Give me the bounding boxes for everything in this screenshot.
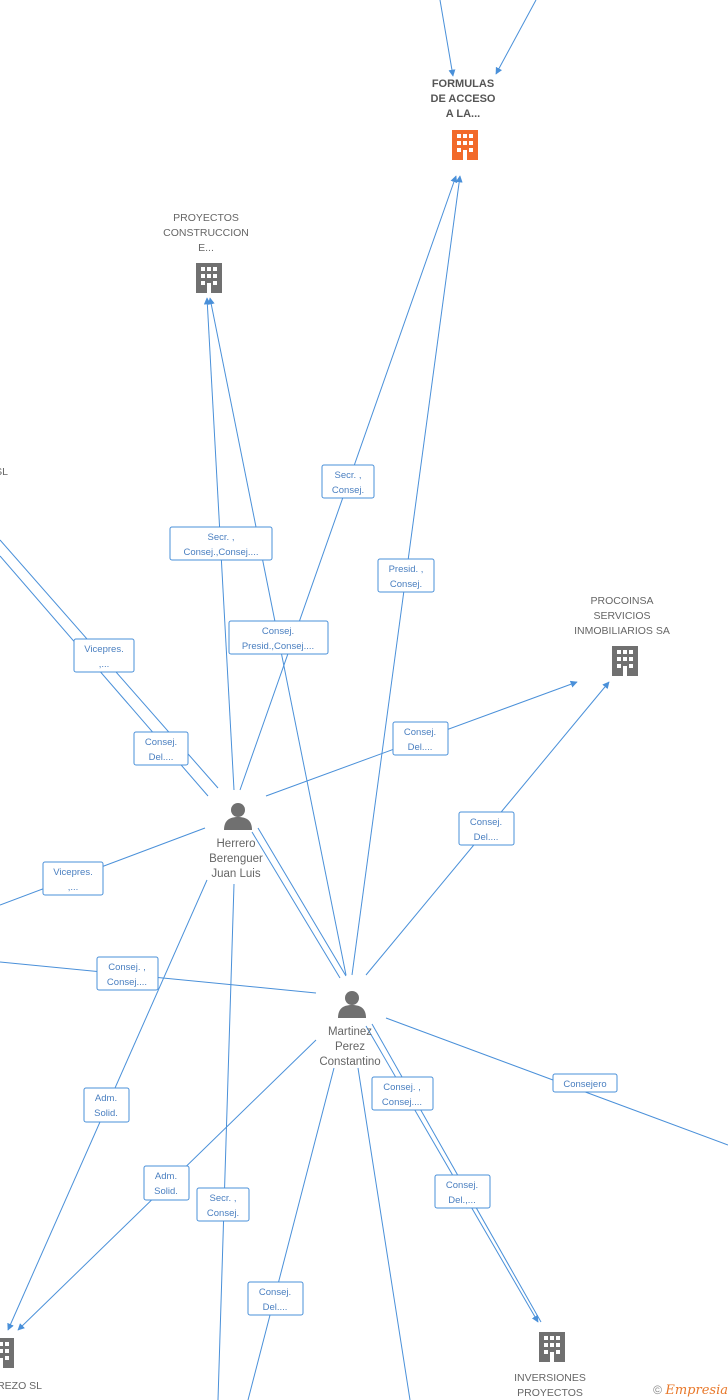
edge-label-consej-presid[interactable]: Consej. Presid.,Consej.... — [228, 620, 329, 655]
svg-text:Adm.: Adm. — [95, 1093, 117, 1104]
company-name-line: E... — [198, 242, 214, 254]
edge-labels: Secr. , Consej. Secr. , Consej.,Consej..… — [42, 464, 618, 1316]
svg-text:Consejero: Consejero — [563, 1079, 606, 1090]
svg-text:Del....: Del.... — [149, 752, 174, 763]
svg-text:Secr. ,: Secr. , — [335, 470, 362, 481]
company-name-line: CONSTRUCCION — [163, 227, 249, 239]
company-node-left-sl[interactable]: SL — [0, 466, 8, 478]
svg-text:Consej....: Consej.... — [107, 977, 147, 988]
edge-label-consej-del-3[interactable]: Consej. Del.... — [458, 811, 515, 846]
svg-text:Consej.: Consej. — [207, 1208, 239, 1219]
svg-text:Consej. ,: Consej. , — [383, 1082, 421, 1093]
edge-top-in-1 — [439, 0, 456, 77]
company-name-line: DE ACCESO — [431, 93, 496, 105]
building-icon — [539, 1332, 565, 1362]
svg-text:,...: ,... — [68, 882, 79, 893]
edge-label-consej-del-2[interactable]: Consej. Del.... — [392, 721, 449, 756]
building-icon — [612, 646, 638, 676]
edge-label-consej-del-1[interactable]: Consej. Del.... — [133, 731, 189, 766]
svg-text:Del.,...: Del.,... — [448, 1195, 475, 1206]
edge-label-vicepres-1[interactable]: Vicepres. ,... — [73, 638, 135, 673]
svg-text:Vicepres.: Vicepres. — [53, 867, 92, 878]
svg-text:Consej.: Consej. — [470, 817, 502, 828]
svg-text:Solid.: Solid. — [154, 1186, 178, 1197]
edge-label-secr-consej-1[interactable]: Secr. , Consej. — [321, 464, 375, 499]
edge-label-secr-consej-2[interactable]: Secr. , Consej.,Consej.... — [169, 526, 273, 561]
company-name-line: INMOBILIARIOS SA — [574, 625, 670, 637]
person-name-line: Martinez — [328, 1026, 372, 1038]
company-name-line: SERVICIOS — [594, 610, 651, 622]
svg-text:Consej.,Consej....: Consej.,Consej.... — [184, 547, 259, 558]
edge-martinez-inversiones-a — [365, 1025, 539, 1323]
edge-label-adm-solid-1[interactable]: Adm. Solid. — [83, 1087, 130, 1123]
edge-martinez-inversiones-b — [371, 1023, 542, 1323]
svg-text:Presid.,Consej....: Presid.,Consej.... — [242, 641, 314, 652]
brand-logo: Empresia — [665, 1383, 728, 1398]
edge-label-adm-solid-2[interactable]: Adm. Solid. — [143, 1165, 190, 1201]
svg-text:Consej.: Consej. — [262, 626, 294, 637]
edge-martinez-down-a — [247, 1067, 335, 1400]
edge-top-in-2 — [495, 0, 537, 75]
svg-text:Vicepres.: Vicepres. — [84, 644, 123, 655]
svg-text:Adm.: Adm. — [155, 1171, 177, 1182]
footer-brand[interactable]: © Empresia — [653, 1383, 728, 1398]
svg-text:Del....: Del.... — [408, 742, 433, 753]
company-node-formulas[interactable]: FORMULAS DE ACCESO A LA... — [431, 78, 496, 160]
company-name-line: INVERSIONES — [514, 1372, 586, 1384]
person-name-line: Berenguer — [209, 853, 263, 865]
company-name-line: REZO SL — [0, 1380, 42, 1392]
edge-label-consej-consej-1[interactable]: Consej. , Consej.... — [96, 956, 159, 991]
person-node-herrero[interactable]: Herrero Berenguer Juan Luis — [209, 803, 263, 880]
person-icon — [338, 991, 366, 1018]
person-name-line: Herrero — [217, 838, 256, 850]
svg-text:Secr. ,: Secr. , — [208, 532, 235, 543]
svg-text:Consej.: Consej. — [332, 485, 364, 496]
edge-label-consej-del-4[interactable]: Consej. Del.,... — [434, 1174, 491, 1209]
company-node-rezo[interactable]: REZO SL — [0, 1338, 42, 1392]
svg-text:Consej.: Consej. — [145, 737, 177, 748]
copyright-symbol: © — [653, 1383, 663, 1397]
company-name-line: FORMULAS — [432, 78, 494, 90]
company-name-line: SL — [0, 466, 8, 478]
building-icon — [0, 1338, 14, 1368]
company-name-line: A LA... — [446, 108, 480, 120]
company-name-line: PROCOINSA — [590, 595, 653, 607]
company-name-line: PROYECTOS — [173, 212, 239, 224]
edge-label-secr-consej-3[interactable]: Secr. , Consej. — [196, 1187, 250, 1222]
person-node-martinez[interactable]: Martinez Perez Constantino — [319, 991, 381, 1068]
person-icon — [224, 803, 252, 830]
company-node-procoinsa[interactable]: PROCOINSA SERVICIOS INMOBILIARIOS SA — [574, 595, 670, 676]
edge-martinez-down-b — [357, 1067, 411, 1400]
svg-text:Presid. ,: Presid. , — [389, 564, 424, 575]
edge-herrero-martinez-b — [257, 827, 347, 977]
edge-label-consej-consej-2[interactable]: Consej. , Consej.... — [371, 1076, 434, 1111]
svg-text:Consej. ,: Consej. , — [108, 962, 146, 973]
svg-text:Del....: Del.... — [474, 832, 499, 843]
edge-label-vicepres-2[interactable]: Vicepres. ,... — [42, 861, 104, 896]
person-name-line: Perez — [335, 1041, 365, 1053]
edge-herrero-martinez-a — [251, 831, 341, 979]
svg-text:,...: ,... — [99, 659, 110, 670]
svg-text:Consej.: Consej. — [259, 1287, 291, 1298]
svg-text:Consej.: Consej. — [390, 579, 422, 590]
svg-text:Secr. ,: Secr. , — [210, 1193, 237, 1204]
company-name-line: PROYECTOS — [517, 1387, 583, 1399]
edge-label-presid-consej[interactable]: Presid. , Consej. — [377, 558, 435, 593]
building-icon — [196, 263, 222, 293]
edge-label-consejero[interactable]: Consejero — [552, 1073, 618, 1093]
svg-text:Del....: Del.... — [263, 1302, 288, 1313]
edge-herrero-down — [217, 883, 235, 1400]
company-node-inversiones[interactable]: INVERSIONES PROYECTOS — [514, 1332, 586, 1399]
person-name-line: Juan Luis — [211, 868, 260, 880]
building-icon — [452, 130, 478, 160]
person-name-line: Constantino — [319, 1056, 380, 1068]
svg-text:Consej.: Consej. — [446, 1180, 478, 1191]
svg-text:Solid.: Solid. — [94, 1108, 118, 1119]
edge-label-consej-del-5[interactable]: Consej. Del.... — [247, 1281, 304, 1316]
svg-text:Consej....: Consej.... — [382, 1097, 422, 1108]
svg-text:Consej.: Consej. — [404, 727, 436, 738]
company-node-proyectos-construccion[interactable]: PROYECTOS CONSTRUCCION E... — [163, 212, 249, 293]
